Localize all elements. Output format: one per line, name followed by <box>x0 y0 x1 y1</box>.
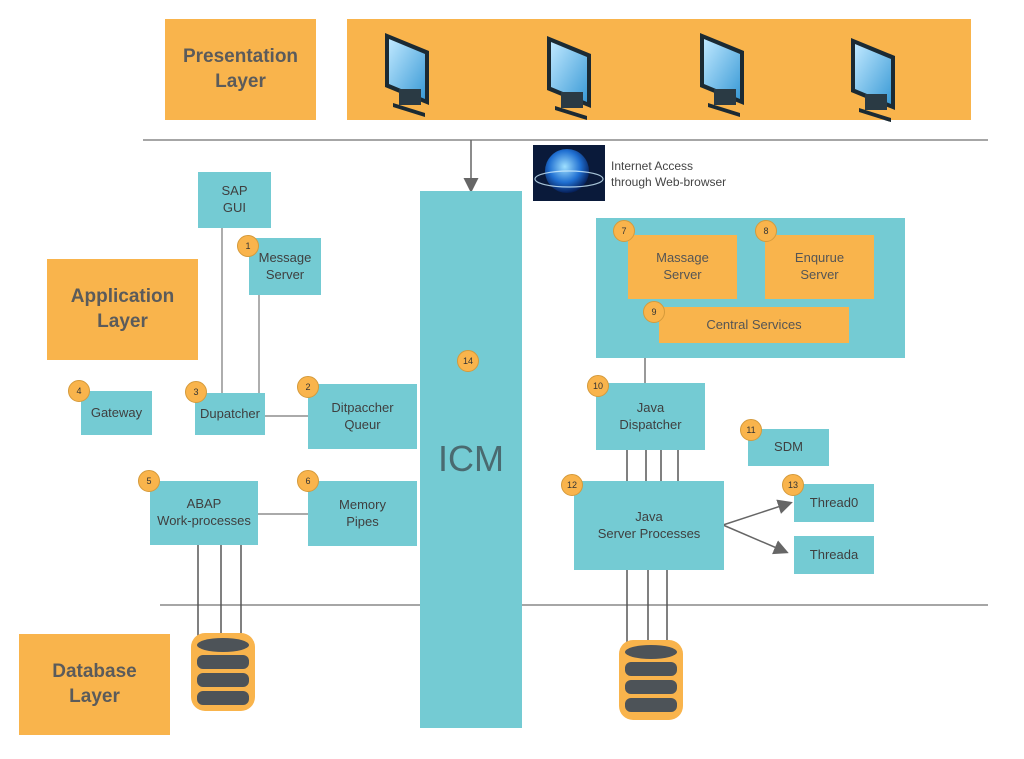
icm-block: ICM <box>420 191 522 728</box>
sap-gui-node: SAP GUI <box>198 172 271 228</box>
badge-9: 9 <box>643 301 665 323</box>
badge-8: 8 <box>755 220 777 242</box>
badge-12: 12 <box>561 474 583 496</box>
abap-work-processes-node: ABAP Work-processes <box>150 481 258 545</box>
threada-node: Threada <box>794 536 874 574</box>
monitors <box>385 33 895 122</box>
badge-13: 13 <box>782 474 804 496</box>
badge-3: 3 <box>185 381 207 403</box>
dispatcher-node: Dupatcher <box>195 393 265 435</box>
dispatcher-queue-node: Ditpaccher Queur <box>308 384 417 449</box>
badge-10: 10 <box>587 375 609 397</box>
monitor-icon <box>700 33 744 117</box>
thread0-node: Thread0 <box>794 484 874 522</box>
badge-4: 4 <box>68 380 90 402</box>
presentation-layer-label: Presentation Layer <box>165 19 316 120</box>
enqueue-server-node: Enqurue Server <box>765 235 874 299</box>
sdm-node: SDM <box>748 429 829 466</box>
database-icon <box>619 640 683 720</box>
badge-6: 6 <box>297 470 319 492</box>
memory-pipes-node: Memory Pipes <box>308 481 417 546</box>
badge-2: 2 <box>297 376 319 398</box>
monitor-icon <box>547 36 591 120</box>
database-layer-label: Database Layer <box>19 634 170 735</box>
central-services-node: Central Services <box>659 307 849 343</box>
badge-11: 11 <box>740 419 762 441</box>
massage-server-node: Massage Server <box>628 235 737 299</box>
message-server-node: Message Server <box>249 238 321 295</box>
java-dispatcher-node: Java Dispatcher <box>596 383 705 450</box>
java-server-processes-node: Java Server Processes <box>574 481 724 570</box>
monitor-icon <box>851 38 895 122</box>
badge-1: 1 <box>237 235 259 257</box>
globe-icon <box>533 145 605 201</box>
gateway-node: Gateway <box>81 391 152 435</box>
monitor-icon <box>385 33 429 117</box>
badge-7: 7 <box>613 220 635 242</box>
application-layer-label: Application Layer <box>47 259 198 360</box>
internet-access-label: Internet Access through Web-browser <box>611 159 727 190</box>
database-icon <box>191 633 255 711</box>
badge-14: 14 <box>457 350 479 372</box>
badge-5: 5 <box>138 470 160 492</box>
